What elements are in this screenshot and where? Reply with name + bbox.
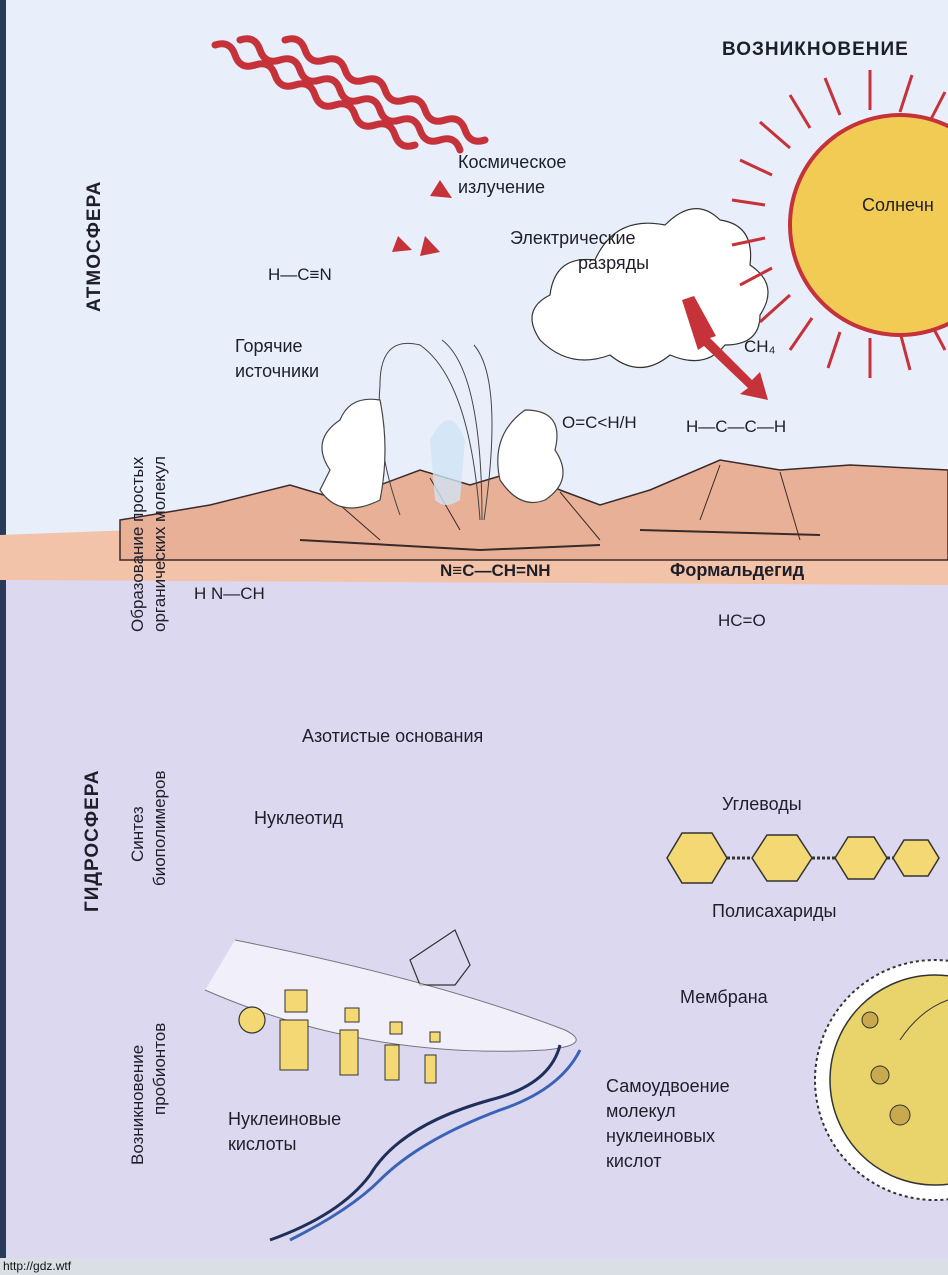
formaldehyde-top: O=C<H/H [562, 413, 637, 432]
bases-label: Азотистые основания [302, 726, 484, 746]
ethane-formula: H—C—C—H [686, 417, 787, 436]
formaldehyde-label: Формальдегид [670, 560, 805, 580]
stage3-line1: Возникновение [128, 1044, 147, 1165]
nucleic-label-2: кислоты [228, 1134, 297, 1154]
stage1-line1: Образование простых [128, 456, 147, 632]
springs-label-1: Горячие [235, 336, 303, 356]
selfcopy-label-1: Самоудвоение [606, 1076, 730, 1096]
sun-label: Солнечн [862, 195, 934, 215]
nucleotide-label: Нуклеотид [254, 808, 344, 828]
selfcopy-label-3: нуклеиновых [606, 1126, 716, 1146]
sun [788, 113, 948, 337]
hco-formula: HC=O [718, 611, 766, 630]
footer-bar: http://gdz.wtf [0, 1258, 948, 1275]
polysaccharide-chain [666, 832, 940, 884]
membrane-cell [814, 959, 948, 1201]
electric-label-2: разряды [578, 253, 650, 273]
dna-helix [269, 1044, 582, 1242]
selfcopy-label-4: кислот [606, 1151, 662, 1171]
stage2-line2: биополимеров [150, 770, 169, 886]
polysaccharides-label: Полисахариды [712, 901, 837, 921]
left-edge [0, 0, 6, 1258]
carbs-label: Углеводы [722, 794, 802, 814]
nucleic-acid-strand [204, 939, 577, 1084]
footer-link[interactable]: http://gdz.wtf [3, 1259, 72, 1273]
stage1-line2: органических молекул [150, 456, 169, 632]
steam-cloud [319, 398, 564, 509]
springs-label-2: источники [235, 361, 320, 381]
methane-formula: CH₄ [744, 337, 776, 356]
selfcopy-label-2: молекул [606, 1101, 676, 1121]
hydrosphere-background [0, 560, 948, 1258]
cosmic-label-1: Космическое [458, 152, 567, 172]
membrane-label: Мембрана [680, 987, 768, 1007]
nucleic-label-1: Нуклеиновые [228, 1109, 342, 1129]
nucleotide-bonds [409, 929, 471, 986]
cosmic-label-2: излучение [458, 177, 546, 197]
stage3-line2: пробионтов [150, 1022, 169, 1115]
stage2-line1: Синтез [128, 806, 147, 862]
malononitrile: H N—CH [194, 584, 265, 603]
electric-label-1: Электрические [510, 228, 636, 248]
lightning-bolt [682, 296, 768, 400]
hcn-formula: H—C≡N [268, 265, 332, 284]
cosmic-rays [211, 35, 489, 154]
hydrosphere-label: ГИДРОСФЕРА [82, 769, 103, 913]
page-title: ВОЗНИКНОВЕНИЕ [722, 39, 909, 60]
atmosphere-label: АТМОСФЕРА [84, 180, 105, 312]
nitrile-chain: N≡C—CH=NH [440, 561, 551, 580]
